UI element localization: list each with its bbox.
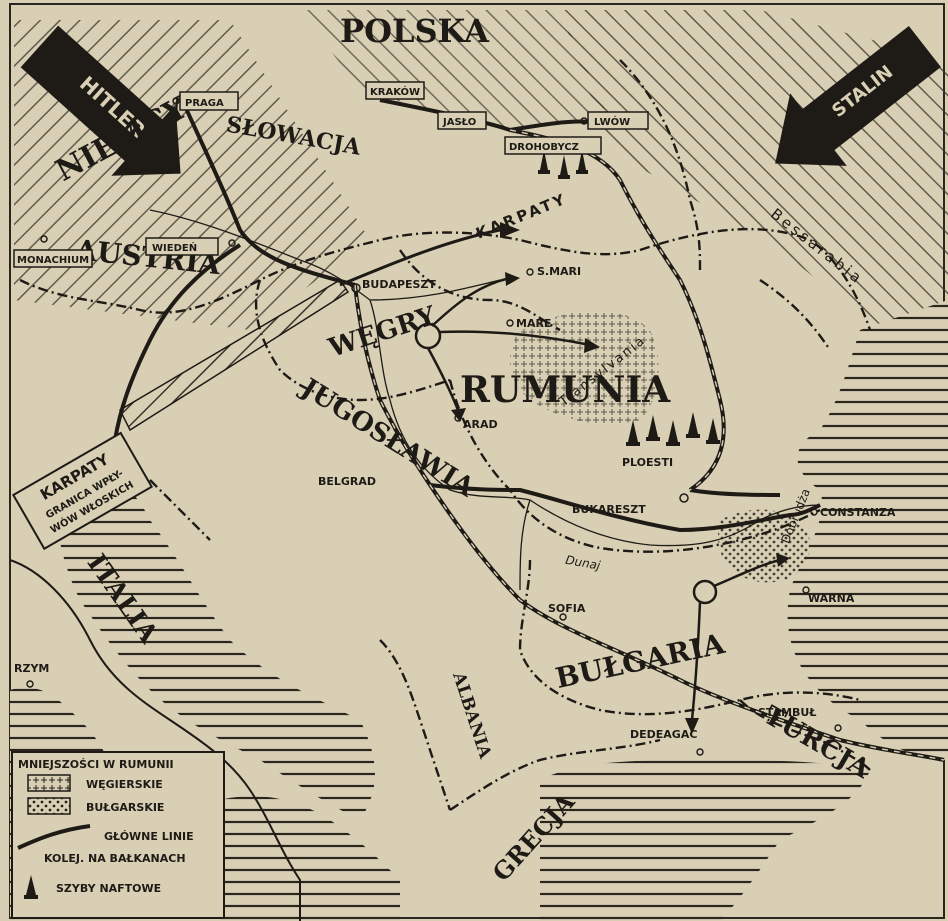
city-dedeagac-label: DEDEAGAC [630, 728, 697, 741]
city-rzym-dot [26, 680, 34, 688]
bulgaria-arrow-head-1 [776, 553, 790, 567]
city-bukareszt-label: BUKARESZT [572, 503, 646, 516]
legend-title: MNIEJSZOŚCI W RUMUNII [18, 758, 174, 771]
aegean-sea [540, 760, 870, 921]
city-jaslo-label: JASŁO [442, 117, 476, 128]
legend-oil-icon [24, 875, 38, 899]
city-lwow: LWÓW [580, 111, 649, 130]
city-sofia-dot [559, 613, 567, 621]
city-drohobycz: DROHOBYCZ [504, 136, 602, 155]
city-bukareszt-dot [679, 493, 689, 503]
city-mare-dot [506, 319, 514, 327]
hungarian-minority-area [509, 311, 659, 424]
claim-arrow-head-1 [505, 272, 520, 286]
city-mare-label: MARE [516, 317, 551, 330]
legend-hungarian-swatch [27, 774, 71, 792]
karpaty-sign: KARPATY GRANICA WPŁY- WÓW WŁOSKICH [11, 431, 154, 551]
city-drohobycz-label: DROHOBYCZ [509, 142, 579, 153]
italy-coast [9, 559, 301, 921]
legend-railway-swatch [17, 824, 91, 850]
city-stambul-dot [834, 724, 842, 732]
legend-oil-label: SZYBY NAFTOWE [56, 882, 161, 895]
city-ploesti-label: PLOESTI [622, 456, 673, 469]
carpathian-arrow-head [500, 222, 520, 238]
city-dedeagac-dot [696, 748, 704, 756]
city-jaslo: JASŁO [437, 111, 487, 130]
label-dunaj: Dunaj [564, 553, 602, 573]
city-praga-label: PRAGA [185, 98, 224, 109]
city-budapeszt-dot [351, 283, 361, 293]
legend-railways-line2: KOLEJ. NA BAŁKANACH [44, 852, 186, 865]
city-constanza-label: CONSTANZA [820, 506, 896, 519]
stalin-arrow [775, 26, 941, 166]
city-constanza-dot [810, 508, 818, 516]
railway-lines-inner [354, 129, 945, 761]
city-rzym-label: RZYM [14, 662, 49, 675]
ionian-sea [220, 796, 400, 921]
city-sofia-label: SOFIA [548, 602, 586, 615]
city-krakow: KRAKÓW [365, 81, 425, 100]
city-smari-dot [526, 268, 534, 276]
city-belgrad-label: BELGRAD [318, 475, 376, 488]
city-budapeszt-label: BUDAPESZT [362, 278, 436, 291]
label-rumunia: RUMUNIA [460, 369, 671, 411]
city-arad-label: ARAD [463, 418, 498, 431]
bulgaria-claim-origin [692, 579, 718, 605]
city-lwow-label: LWÓW [594, 115, 630, 128]
claim-arrow-head-2 [584, 338, 600, 353]
legend-hungarian-label: WĘGIERSKIE [86, 778, 163, 791]
hungary-claim-arrows [426, 276, 591, 411]
city-smari-label: S.MARI [537, 265, 581, 278]
city-praga: PRAGA [172, 91, 239, 111]
city-monachium-label: MONACHIUM [17, 255, 89, 266]
legend-bulgarian-swatch [27, 797, 71, 815]
black-sea [787, 300, 948, 760]
carpathian-arrow-line [339, 228, 501, 287]
city-wieden: WIEDEŃ [145, 237, 236, 256]
legend-bulgarian-label: BUŁGARSKIE [86, 801, 164, 814]
rivers [149, 209, 821, 591]
bulgarian-minority-area [718, 509, 811, 583]
adriatic-sea [56, 467, 375, 820]
polska-hatching [300, 10, 610, 130]
carpathian-corridor [119, 278, 350, 432]
city-krakow-label: KRAKÓW [370, 85, 420, 98]
legend: MNIEJSZOŚCI W RUMUNII WĘGIERSKIE BUŁGARS… [11, 751, 225, 919]
bulgaria-arrow-head-2 [685, 718, 699, 734]
legend-railways-line1: GŁÓWNE LINIE [104, 830, 194, 843]
bulgaria-claim-arrows [690, 558, 781, 721]
city-arad-dot [454, 414, 462, 422]
oil-wells-ploesti [626, 412, 720, 446]
oil-wells-drohobycz [538, 150, 588, 179]
city-warna-label: WARNA [808, 592, 855, 605]
city-monachium: MONACHIUM [13, 235, 93, 268]
label-polska: POLSKA [340, 12, 490, 50]
city-wieden-label: WIEDEŃ [152, 241, 197, 254]
hitler-arrow [20, 25, 181, 176]
city-stambul-label: STAMBUŁ [758, 706, 816, 719]
city-warna-dot [802, 586, 810, 594]
